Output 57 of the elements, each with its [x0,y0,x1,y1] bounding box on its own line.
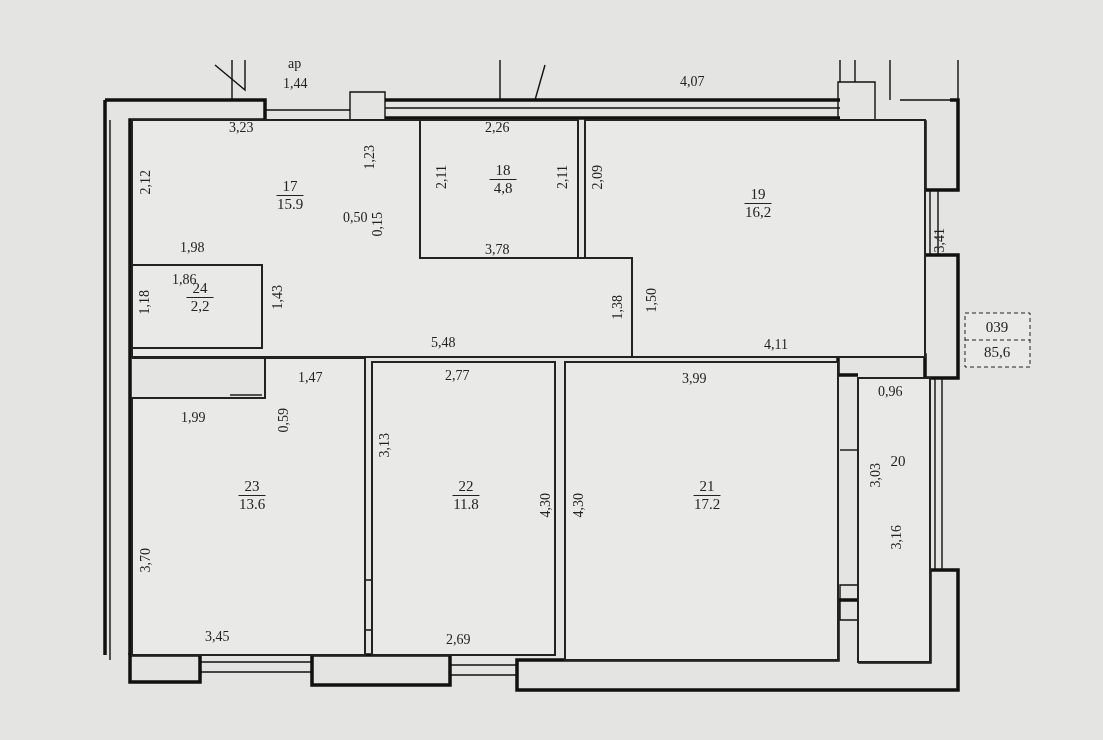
dimension-label: 4,30 [571,493,586,518]
dimension-label: 0,15 [370,212,385,237]
dimension-label: 1,44 [283,76,308,91]
room-area [565,362,838,660]
room-number: 19 [744,186,772,204]
dimension-label: 3,99 [682,371,707,386]
room-area [585,120,925,357]
dimension-label: 0,96 [878,384,903,399]
dimension-label: 2,11 [555,165,570,189]
dimension-label: 1,47 [298,370,323,385]
dimension-label: 1,50 [644,288,659,313]
dimension-label: 2,09 [590,165,605,190]
room-area-value: 16,2 [744,204,772,221]
room-area-value: 2,2 [189,298,211,315]
note-label: ap [288,56,302,71]
dimension-label: 1,99 [181,410,206,425]
room-number: 20 [890,453,906,470]
dimension-label: 3,13 [377,433,392,458]
room-area [372,362,555,655]
dimension-label: 3,70 [138,548,153,573]
dimension-label: 2,26 [485,120,510,135]
dimension-label: 1,38 [610,295,625,320]
room-area [420,120,578,258]
dimension-label: 0,59 [276,408,291,433]
room-area-value: 17.2 [693,496,721,513]
dimension-label: 2,11 [434,165,449,189]
room-area [858,378,930,662]
dimension-label: 3,16 [889,525,904,550]
dimension-label: 4,30 [538,493,553,518]
dimension-label: 1,43 [270,285,285,310]
apartment-summary-box [965,313,1030,367]
dimension-label: 3,78 [485,242,510,257]
dimension-label: 1,98 [180,240,205,255]
dimension-label: 3,45 [205,629,230,644]
dimension-label: 4,11 [764,337,788,352]
room-number: 23 [238,478,266,496]
dimension-label: 1,18 [137,290,152,315]
room-number: 22 [452,478,480,496]
room-area-value: 85,6 [983,343,1011,362]
dimension-label: 5,48 [431,335,456,350]
dimension-label: 2,69 [446,632,471,647]
dimension-label: 4,07 [680,74,705,89]
dimension-label: 2,77 [445,368,470,383]
room-number: 21 [693,478,721,496]
room-number: 18 [489,162,517,180]
dimension-label: 1,23 [362,145,377,170]
room-number: 17 [276,178,304,196]
room-area [132,358,365,655]
room-number: 039 [984,318,1010,337]
room-area-value: 15.9 [276,196,304,213]
room-area-value: 11.8 [452,496,480,513]
dimension-label: 3,23 [229,120,254,135]
dimension-label: 0,50 [343,210,368,225]
room-area-value: 13.6 [238,496,266,513]
dimension-label: 3,03 [868,463,883,488]
dimension-label: 2,12 [138,170,153,195]
room-area-value: 4,8 [492,180,514,197]
